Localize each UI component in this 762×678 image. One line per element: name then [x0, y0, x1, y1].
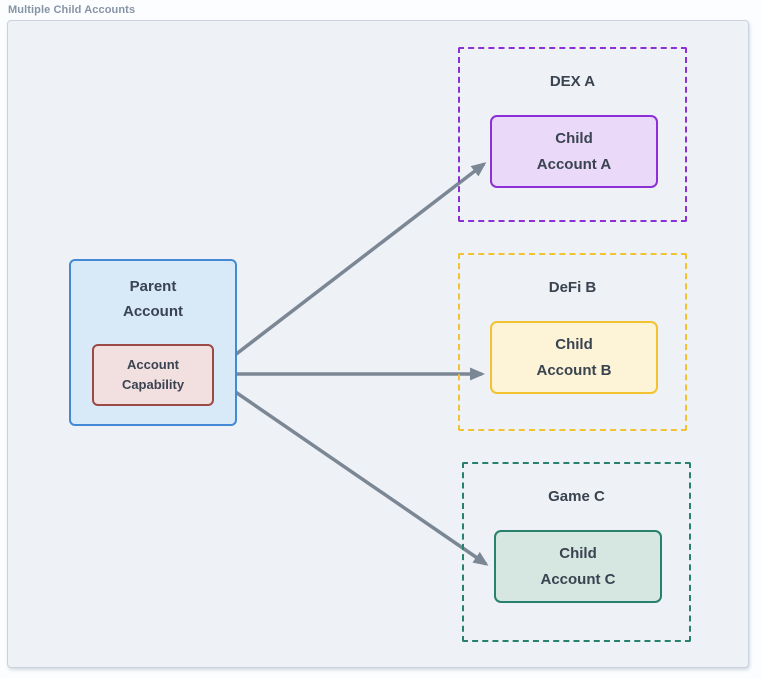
child-account-c-node: Child Account C — [494, 530, 662, 603]
zone-dex-a-label: DEX A — [549, 73, 596, 90]
child-account-b-node: Child Account B — [490, 321, 658, 394]
child-b-label-line1: Child — [555, 335, 593, 353]
zone-defi-b-label: DeFi B — [548, 279, 597, 296]
child-c-label-line1: Child — [559, 544, 597, 562]
child-account-a-node: Child Account A — [490, 115, 658, 188]
figure-title: Multiple Child Accounts — [8, 4, 136, 16]
zone-game-c-label: Game C — [548, 488, 605, 505]
capability-label-line1: Account — [127, 357, 179, 372]
child-account-c-label: Child Account C — [541, 541, 616, 593]
zone-defi-b: DeFi B Child Account B — [458, 253, 687, 431]
child-a-label-line1: Child — [555, 129, 593, 147]
parent-account-label: Parent Account — [71, 274, 235, 324]
child-a-label-line2: Account A — [536, 155, 612, 173]
child-account-a-label: Child Account A — [537, 126, 611, 178]
child-account-b-label: Child Account B — [537, 332, 612, 384]
zone-dex-a: DEX A Child Account A — [458, 47, 687, 222]
parent-label-line2: Account — [123, 303, 183, 320]
account-capability-node: Account Capability — [92, 344, 214, 406]
parent-label-line1: Parent — [129, 278, 177, 295]
account-capability-label: Account Capability — [122, 355, 184, 395]
child-b-label-line2: Account B — [536, 361, 612, 379]
parent-account-node: Parent Account Account Capability — [69, 259, 237, 426]
zone-game-c: Game C Child Account C — [462, 462, 691, 642]
child-c-label-line2: Account C — [540, 570, 616, 588]
capability-label-line2: Capability — [121, 377, 185, 392]
